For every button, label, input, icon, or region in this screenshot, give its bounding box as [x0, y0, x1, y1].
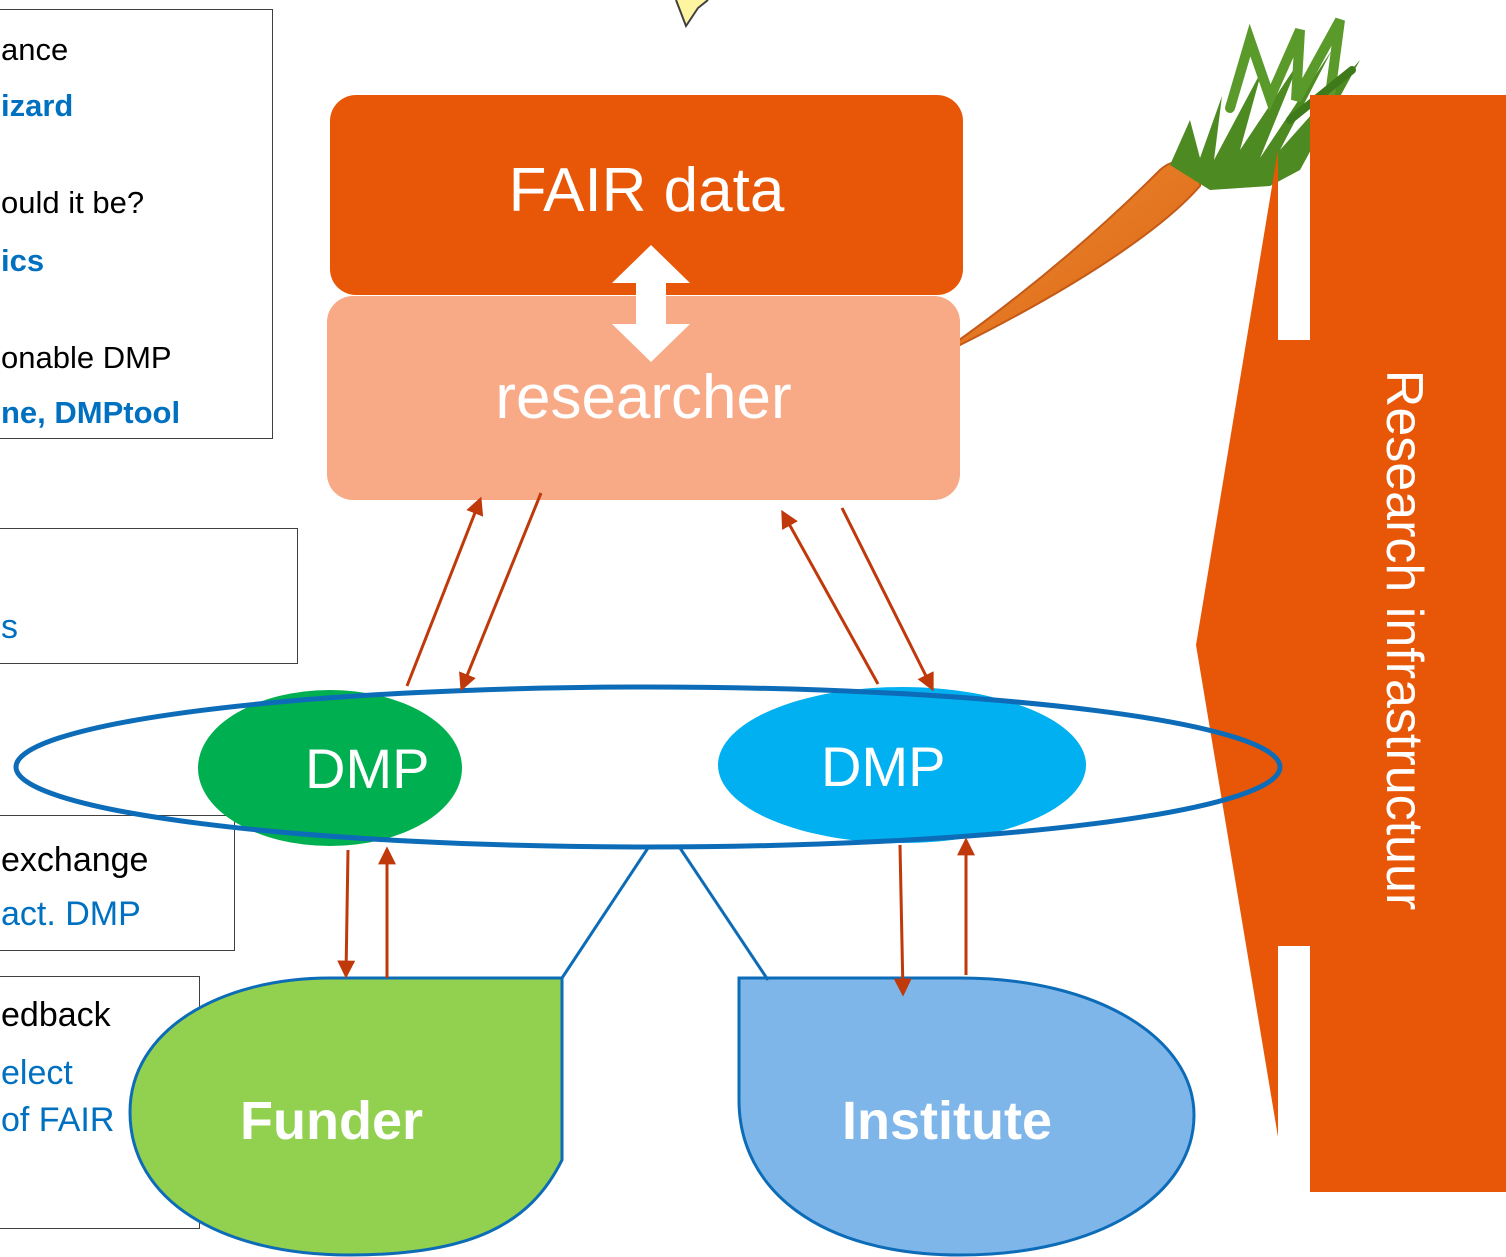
exchange-box: exchange act. DMP [0, 815, 235, 951]
dmp-funder-ellipse [198, 690, 462, 846]
box-text: edback [1, 996, 111, 1034]
fair-data-label: FAIR data [508, 156, 785, 225]
dmp-ring [13, 684, 1283, 850]
box-text: s [1, 608, 18, 646]
box-text: elect [1, 1054, 73, 1092]
box-text: onable DMP [1, 340, 172, 375]
box-text: izard [1, 88, 74, 123]
institute-shape [737, 976, 1196, 1257]
funder-shape [128, 976, 564, 1257]
lightning-icon [675, 0, 709, 29]
institute-label: Institute [842, 1091, 1052, 1151]
box-text: act. DMP [1, 895, 141, 933]
funder-label: Funder [240, 1091, 423, 1151]
dmp-funder-label: DMP [305, 737, 430, 800]
box-text: ics [1, 243, 45, 278]
dmp-institute-label: DMP [821, 735, 946, 798]
tools-box: s [0, 528, 298, 664]
dmp-institute-ellipse [718, 687, 1086, 843]
guidance-box: ance izard ould it be? ics onable DMP ne… [0, 9, 273, 439]
box-text: of FAIR [1, 1101, 115, 1139]
box-text: ne, DMPtool [1, 395, 181, 430]
box-text: exchange [1, 841, 149, 879]
box-text: ould it be? [1, 185, 145, 220]
researcher-label: researcher [495, 363, 792, 432]
box-text: ance [1, 32, 69, 67]
